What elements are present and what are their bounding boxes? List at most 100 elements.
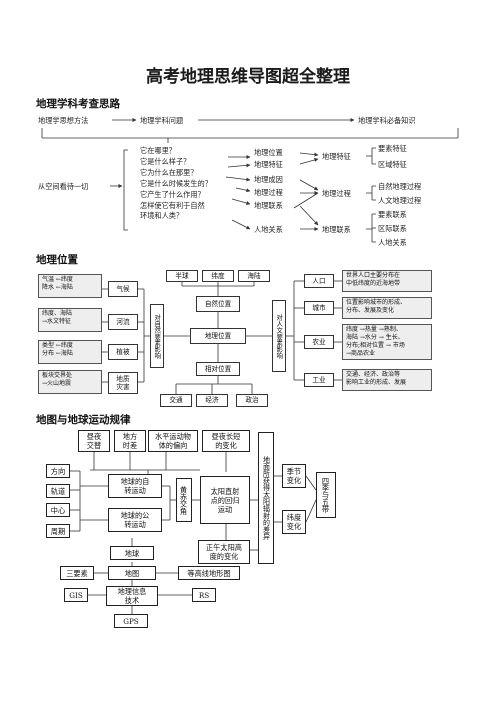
earth-rotation: 地球的自转运动: [108, 474, 162, 498]
box-text: 地方时差: [122, 432, 138, 450]
box-text: 地球的公转运动: [120, 511, 150, 529]
page-title: 高考地理思维导图超全整理: [146, 67, 350, 87]
gps-box: GPS: [114, 614, 148, 628]
human-population: 人口: [304, 274, 334, 288]
question-item: 它产生了什么作用？: [140, 190, 205, 199]
knowledge-item: 要素联系: [378, 210, 407, 219]
question-item: 怎样使它有利于自然: [140, 201, 205, 210]
knowledge-item: 区际联系: [378, 224, 407, 233]
section-heading-map-earth: 地图与地球运动规律: [36, 414, 131, 426]
human-desc: 位置影响城市的形成、分布、发展及变化: [342, 297, 432, 319]
natural-influence-label: 对自然要素影响: [150, 304, 164, 368]
seasons-zones: 四季与五带: [316, 472, 336, 518]
knowledge-item: 人文地理过程: [378, 196, 422, 205]
box-text: 水平运动物体的偏向: [155, 432, 191, 450]
human-desc: 世界人口主要分布在中低纬度的近海地带: [342, 270, 432, 292]
bottom-box-economy: 经济: [196, 394, 228, 407]
right-item: 地理过程: [322, 189, 351, 198]
obliquity: 黄赤交角: [176, 478, 192, 522]
top-box-latitude: 纬度: [202, 270, 234, 282]
box-text: 正午太阳高度的变化: [206, 543, 242, 561]
left-item-orbit: 轨道: [46, 484, 70, 498]
top-box-hemisphere: 半球: [166, 270, 198, 282]
right-item: 地理特征: [322, 152, 351, 161]
season-change: 季节变化: [282, 464, 306, 488]
factor-hazard-text: 地质灾害: [116, 374, 130, 392]
contour-map: 等高线地形图: [178, 566, 240, 580]
factor-desc-text: 纬度、海陆→水文特征: [42, 310, 73, 325]
box-daylength: 昼夜长短的变化: [202, 430, 250, 452]
earth-revolution: 地球的公转运动: [108, 508, 162, 532]
human-desc-text: 世界人口主要分布在中低纬度的近海地带: [346, 272, 401, 287]
factor-vegetation: 植被: [108, 344, 138, 360]
start-node: 从空间看待一切: [38, 182, 89, 191]
factor-climate: 气候: [108, 281, 138, 297]
mid-item: 地理联系: [254, 201, 283, 210]
knowledge-item: 要素特征: [378, 144, 407, 153]
left-item-period: 周期: [46, 524, 70, 538]
top-knowledge: 地理学科必备知识: [358, 116, 416, 125]
question-item: 它是什么时候发生的？: [140, 179, 212, 188]
question-item: 它是什么样子？: [140, 157, 191, 166]
left-item-direction: 方向: [46, 464, 70, 478]
knowledge-item: 人地关系: [378, 238, 407, 247]
earth-box: 地球: [110, 546, 154, 560]
sun-direct-point: 太阳直射点的回归运动: [200, 476, 250, 524]
geo-location-center: 地理位置: [190, 328, 246, 344]
box-local-time: 地方时差: [114, 430, 146, 452]
human-desc: 交通、经济、政治等影响工业的形成、发展: [342, 369, 432, 391]
knowledge-item: 自然地理过程: [378, 182, 422, 191]
factor-river: 河流: [108, 314, 138, 330]
box-text: 地球的自转运动: [120, 477, 150, 495]
question-item: 它在哪里？: [140, 146, 176, 155]
mid-item: 地理过程: [254, 188, 283, 197]
relative-position: 相对位置: [196, 362, 240, 376]
human-desc-text: 交通、经济、政治等影响工业的形成、发展: [346, 371, 407, 386]
rs-box: RS: [192, 588, 216, 602]
mid-item: 人地关系: [254, 225, 283, 234]
box-text: 地理信息技术: [117, 587, 147, 605]
map-three-elements: 三要素: [60, 566, 94, 580]
question-item: 它为什么在那里？: [140, 168, 198, 177]
factor-desc-text: 类型 ←纬度分布 ←海陆: [42, 342, 73, 357]
box-day-night: 昼夜交替: [78, 430, 110, 452]
section-heading-exam-approach: 地理学科考查思路: [36, 98, 120, 110]
mid-item: 地理特征: [254, 160, 283, 169]
top-problems: 地理学科问题: [140, 116, 184, 125]
left-item-center: 中心: [46, 503, 70, 517]
box-text: 纬度变化: [286, 513, 302, 531]
gis-box: GIS: [64, 588, 88, 602]
right-item: 地理联系: [322, 225, 351, 234]
bottom-box-transport: 交通: [160, 394, 192, 407]
factor-desc-text: 板块交界处→火山地震: [42, 372, 73, 387]
top-methods: 地理学思想方法: [38, 116, 89, 125]
mid-item: 地理成因: [254, 175, 283, 184]
section-heading-location: 地理位置: [36, 254, 78, 266]
box-text: 昼夜交替: [86, 432, 102, 450]
human-desc: 纬度 →热量 →熟制、海陆 →水分 → 生长、分布;相对位置 → 市场→商品农业: [342, 324, 432, 360]
geo-info-tech: 地理信息技术: [106, 586, 158, 606]
question-item: 环境和人类？: [140, 211, 184, 220]
natural-position: 自然位置: [196, 296, 240, 312]
box-deflection: 水平运动物体的偏向: [148, 430, 198, 452]
factor-hazard: 地质灾害: [108, 372, 138, 394]
bottom-box-politics: 政治: [236, 394, 268, 407]
human-industry: 工业: [304, 373, 334, 387]
box-text: 昼夜长短的变化: [211, 432, 241, 450]
factor-desc: 类型 ←纬度分布 ←海陆: [38, 340, 102, 364]
box-text: 季节变化: [286, 467, 302, 485]
human-influence-label: 对人文要素影响: [272, 300, 286, 372]
box-text: 太阳直射点的回归运动: [210, 486, 240, 514]
latitude-change: 纬度变化: [282, 510, 306, 534]
human-agriculture: 农业: [304, 335, 334, 349]
solar-radiation-diff: 地面所获得太阳辐射的差异: [258, 432, 274, 564]
noon-sun-altitude: 正午太阳高度的变化: [198, 540, 250, 564]
human-city: 城市: [304, 301, 334, 315]
knowledge-item: 区域特征: [378, 160, 407, 169]
human-desc-text: 位置影响城市的形成、分布、发展及变化: [346, 299, 407, 314]
factor-desc: 纬度、海陆→水文特征: [38, 308, 102, 332]
factor-desc: 板块交界处→火山地震: [38, 370, 102, 394]
mid-item: 地理位置: [254, 148, 283, 157]
factor-desc: 气温 ←纬度降水 ←海陆: [38, 274, 102, 298]
